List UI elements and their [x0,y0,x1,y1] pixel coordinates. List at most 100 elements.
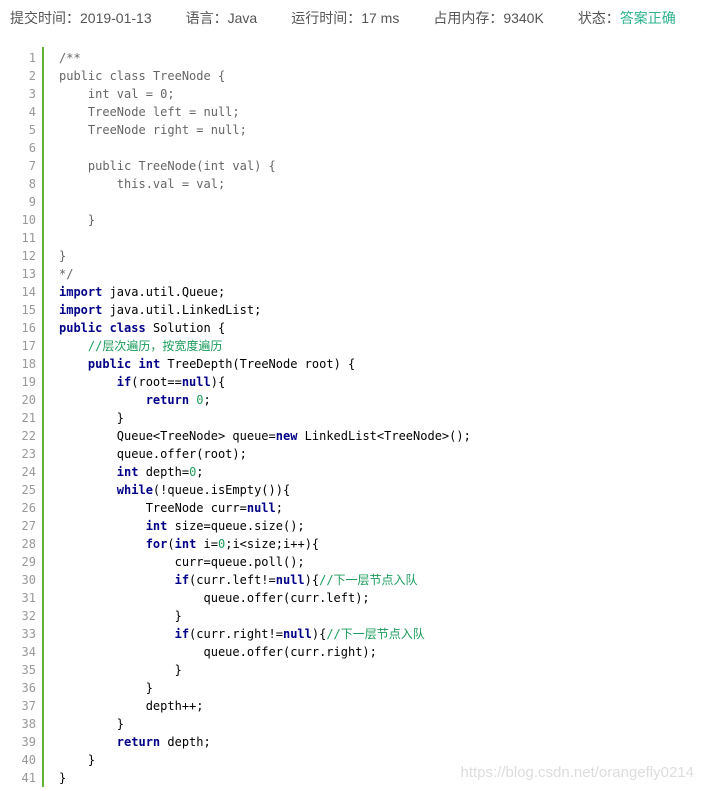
run-time-label: 运行时间： [291,10,362,26]
code-token [59,627,175,641]
code-token: (root== [131,375,182,389]
line-number: 16 [21,321,36,335]
code-token: LinkedList<TreeNode>(); [297,429,471,443]
line-number: 13 [21,267,36,281]
line-number: 30 [21,573,36,587]
line-number: 28 [21,537,36,551]
code-token: ){ [304,573,320,587]
line-number: 39 [21,735,36,749]
code-token: queue.offer(root); [59,447,247,461]
code-keyword: if [174,573,190,587]
code-comment: //下一层节点入队 [326,627,425,641]
code-line: } [59,661,182,679]
memory-usage-value: 9340K [503,10,544,26]
code-line: depth++; [59,697,204,715]
code-token: Queue<TreeNode> queue= [59,429,276,443]
code-line: } [59,715,124,733]
code-line: public class Solution { [59,319,225,337]
line-number: 35 [21,663,36,677]
code-keyword: null [282,627,312,641]
watermark: https://blog.csdn.net/orangefly0214 [460,764,695,781]
code-keyword: class [109,321,146,335]
code-line: /** [59,49,81,67]
code-token: queue.offer(curr.left); [59,591,370,605]
code-token: this.val = val; [59,177,226,191]
code-token: 0 [196,393,204,407]
code-line: int size=queue.size(); [59,517,305,535]
language-label: 语言： [185,10,228,26]
line-number: 3 [28,87,36,101]
line-number: 12 [21,249,36,263]
code-token: } [59,771,67,785]
code-keyword: int [138,357,161,371]
code-line: if(curr.right!=null){//下一层节点入队 [59,625,425,643]
code-keyword: return [145,393,190,407]
code-token: } [59,411,125,425]
line-number: 14 [21,285,36,299]
code-token: ;i<size;i++){ [225,537,320,551]
code-token: depth++; [59,699,204,713]
line-number: 10 [21,213,36,227]
submit-time-value: 2019-01-13 [80,10,152,26]
submit-time: 提交时间：2019-01-13 [10,8,152,28]
code-line: for(int i=0;i<size;i++){ [59,535,319,553]
code-token [131,357,138,371]
code-line: queue.offer(root); [59,445,247,463]
code-line: */ [59,265,73,283]
code-token: 0 [218,537,226,551]
code-line: import java.util.LinkedList; [59,301,261,319]
code-line: if(curr.left!=null){//下一层节点入队 [59,571,418,589]
line-number: 23 [21,447,36,461]
code-line: return depth; [59,733,211,751]
submission-status-bar: 提交时间：2019-01-13 语言：Java 运行时间：17 ms 占用内存：… [0,0,704,36]
code-line: TreeNode right = null; [59,121,247,139]
code-token: public TreeNode(int val) { [59,159,276,173]
language: 语言：Java [186,8,258,28]
line-number: 25 [21,483,36,497]
code-token: (curr.right!= [189,627,283,641]
code-line: } [59,769,66,787]
line-number: 21 [21,411,36,425]
code-token: ; [275,501,283,515]
code-line: public class TreeNode { [59,67,225,85]
line-number: 17 [21,339,36,353]
code-line: } [59,409,124,427]
code-token: Solution { [145,321,226,335]
code-token: java.util.LinkedList; [102,303,262,317]
code-token: */ [59,267,74,281]
code-line: int val = 0; [59,85,175,103]
code-token [59,393,146,407]
code-token [59,735,117,749]
code-line: } [59,211,95,229]
code-token: } [59,609,182,623]
line-number: 11 [21,231,36,245]
line-number: 9 [28,195,36,209]
line-number: 20 [21,393,36,407]
code-line: while(!queue.isEmpty()){ [59,481,290,499]
code-token: size=queue.size(); [167,519,305,533]
code-token [59,465,117,479]
code-keyword: while [116,483,153,497]
line-number: 40 [21,753,36,767]
code-token: ; [196,465,204,479]
code-token: depth= [138,465,190,479]
code-token [59,519,146,533]
language-value: Java [227,10,258,26]
code-keyword: for [145,537,168,551]
code-token: curr=queue.poll(); [59,555,305,569]
code-keyword: null [181,375,211,389]
code-line: if(root==null){ [59,373,225,391]
code-line: return 0; [59,391,211,409]
code-line: //层次遍历，按宽度遍历 [59,337,222,355]
submit-time-label: 提交时间： [10,10,80,26]
code-keyword: null [246,501,276,515]
line-number: 29 [21,555,36,569]
run-time: 运行时间：17 ms [291,8,399,28]
code-token [59,537,146,551]
result-status: 状态：答案正确 [578,8,676,28]
code-token [59,375,117,389]
code-keyword: public [59,321,103,335]
code-line: } [59,607,182,625]
